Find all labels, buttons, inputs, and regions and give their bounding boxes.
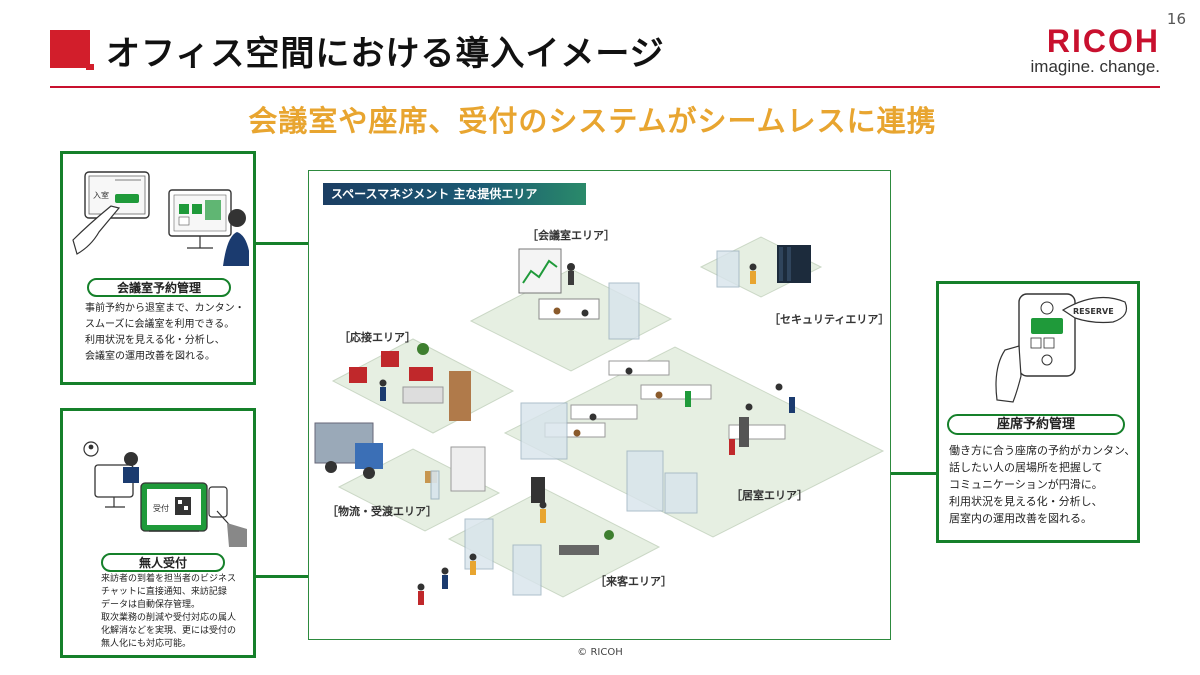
meeting-panel-illustration: 入室 [72,171,249,266]
panel-word: 入室 [93,190,109,200]
area-label-logistics: ［物流・受渡エリア］ [327,505,437,518]
title-marker-tick [86,64,94,70]
reserve-word: RESERVE [1073,307,1114,316]
ricoh-logo: RICOH imagine. change. [1031,24,1160,76]
copyright: © RICOH [577,647,623,658]
seat-reservation-card: RESERVE 座席予約管理 働き方に合う座席の予約がカンタン、 話したい人の居… [936,281,1140,543]
area-label-security: ［セキュリティエリア］ [769,313,890,326]
seat-reservation-title: 座席予約管理 [947,414,1125,435]
office-area-diagram: スペースマネジメント 主な提供エリア ［会議室エリア］ ［応接エリア］ ［セキュ… [308,170,891,640]
page-number: 16 [1166,10,1186,28]
title-rule [50,86,1160,88]
meeting-reservation-card: 入室 会議室予約管理 事前予約から退室まで、カンタン・ スムーズに会議室を利用で… [60,151,256,385]
area-label-visitor: ［来客エリア］ [595,575,672,588]
title-marker [50,30,90,68]
slide-title: オフィス空間における導入イメージ [106,34,665,74]
logo-word: RICOH [1046,23,1160,59]
isometric-office-illustration [314,236,885,605]
meeting-reservation-title: 会議室予約管理 [87,278,231,297]
seat-phone-illustration: RESERVE [995,293,1128,403]
unmanned-reception-text: 来訪者の到着を担当者のビジネス チャットに直接通知、来訪記録 データは自動保存管… [101,574,237,649]
slide-subtitle: 会議室や座席、受付のシステムがシームレスに連携 [248,104,937,138]
tablet-word: 受付 [153,503,169,513]
area-label-reception-lounge: ［応接エリア］ [339,331,416,344]
area-label-office: ［居室エリア］ [731,489,808,502]
meeting-reservation-text: 事前予約から退室まで、カンタン・ スムーズに会議室を利用できる。 利用状況を見え… [85,303,245,362]
unmanned-reception-card: 受付 無人受付 来訪者の到着を担当者のビジネス チャットに直接通知、来訪記録 デ… [60,408,256,658]
seat-reservation-text: 働き方に合う座席の予約がカンタン、 話したい人の居場所を把握して コミュニケーシ… [949,444,1136,525]
unmanned-reception-title: 無人受付 [101,553,225,572]
area-label-meeting: ［会議室エリア］ [527,229,615,242]
logo-tagline: imagine. change. [1030,57,1160,76]
reception-tablet-illustration: 受付 [83,441,247,547]
diagram-banner: スペースマネジメント 主な提供エリア [323,183,586,205]
